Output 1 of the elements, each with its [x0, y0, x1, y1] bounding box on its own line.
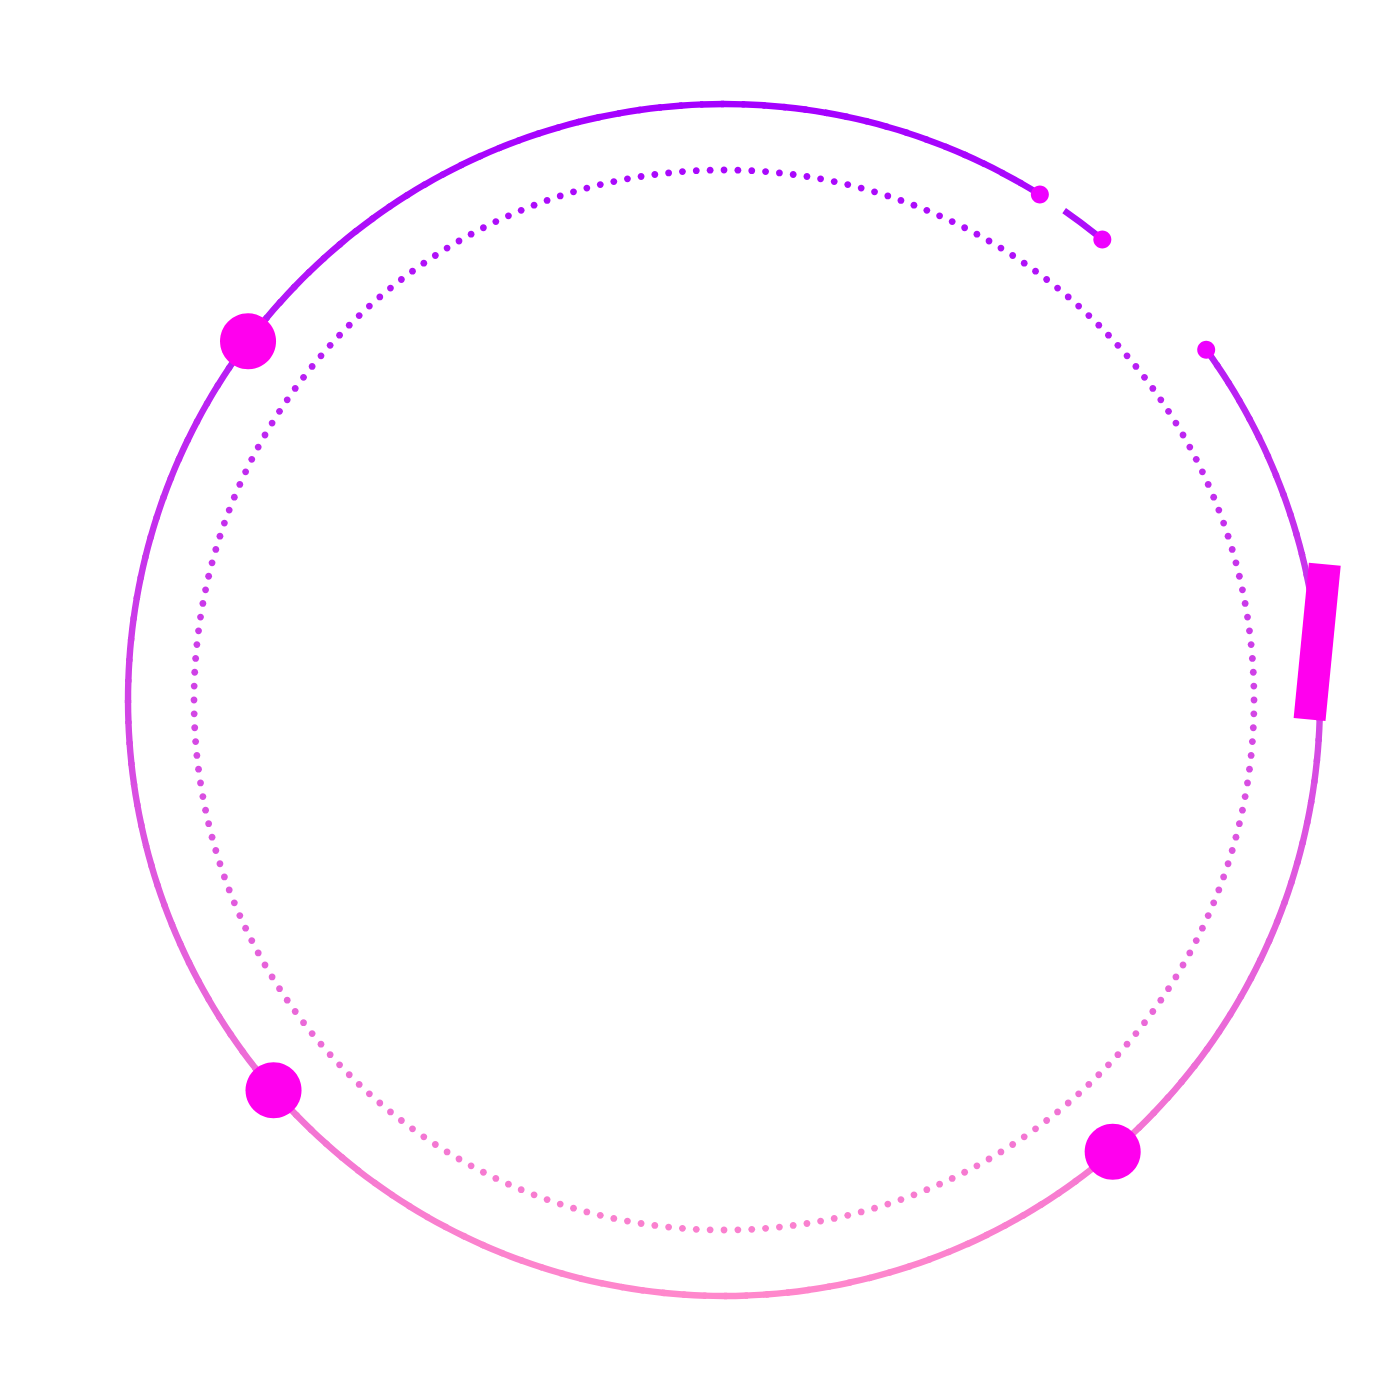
- ring-frame-drawing: [124, 100, 1341, 1300]
